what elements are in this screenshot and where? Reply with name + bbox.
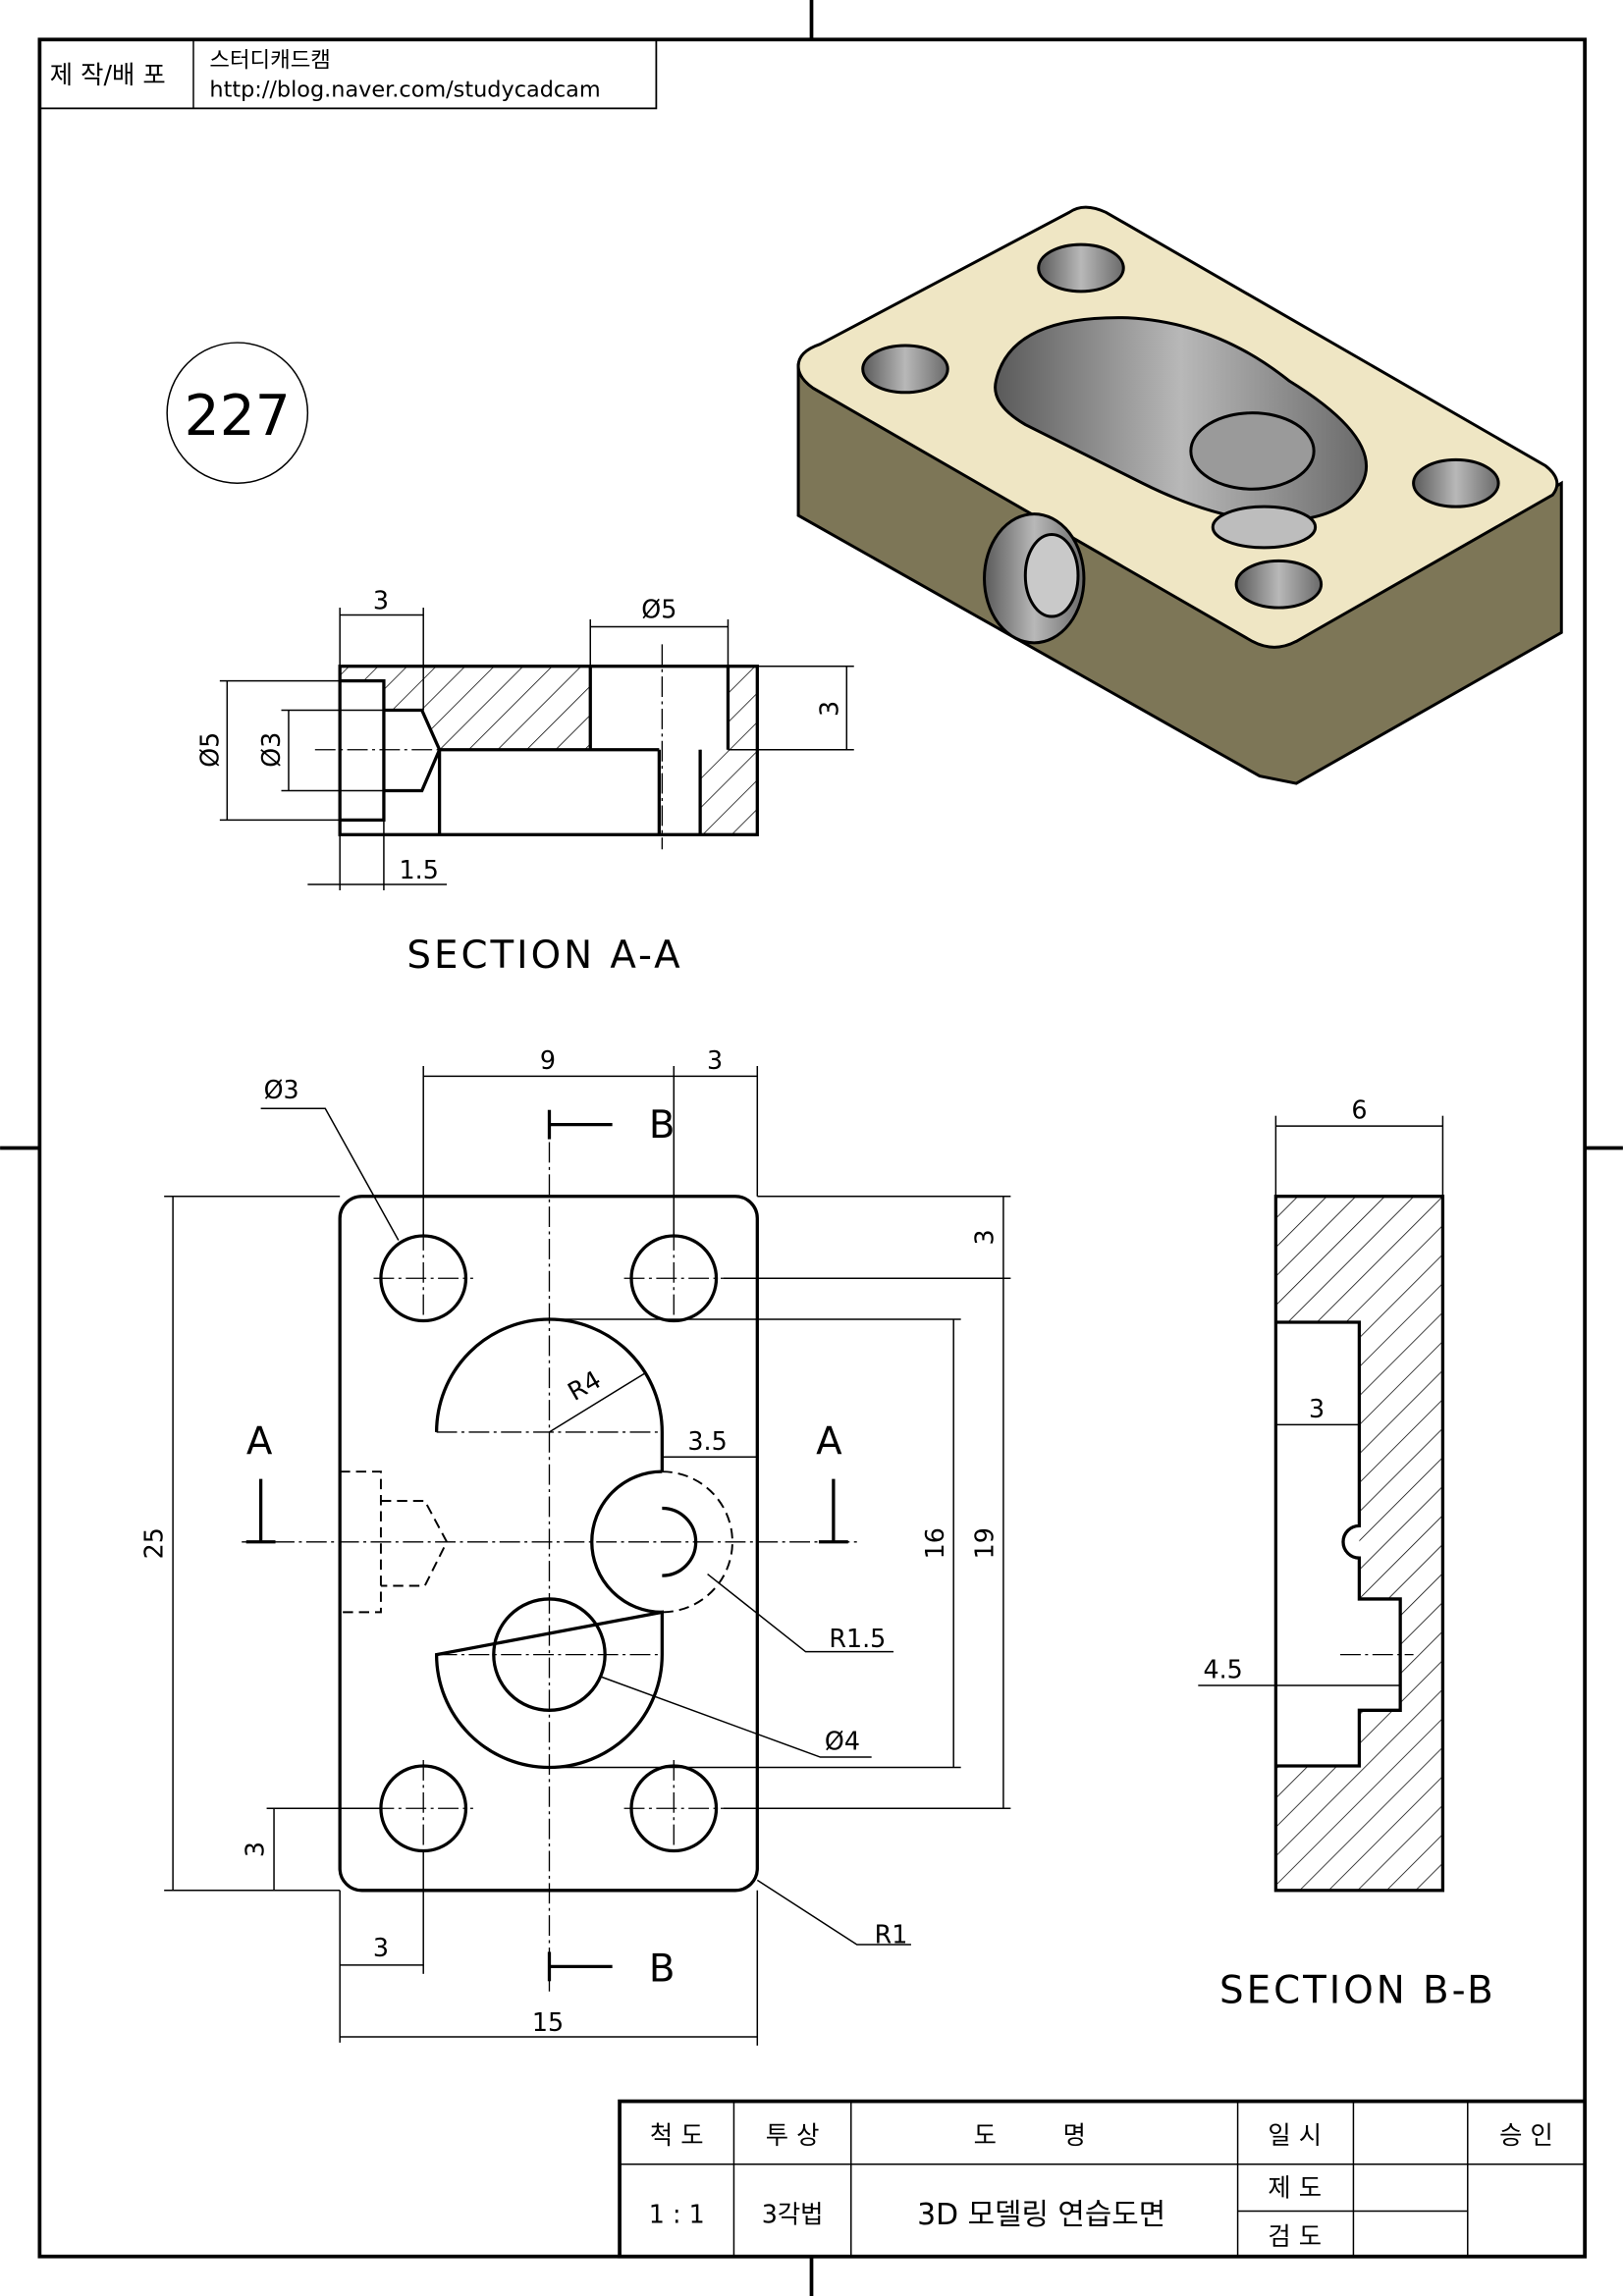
- drawing-name-label: 도 명: [974, 2120, 1115, 2150]
- drawn-by-label: 제 도: [1268, 2173, 1322, 2203]
- approval-label: 승 인: [1499, 2120, 1553, 2150]
- section-bb-view: 6 3 4.5 SECTION B-B: [1198, 1095, 1496, 2013]
- dim-r1-5: R1.5: [829, 1624, 886, 1653]
- date-label: 일 시: [1268, 2120, 1322, 2150]
- dim-16: 16: [920, 1527, 949, 1559]
- dim-aa-3-right: 3: [814, 701, 843, 717]
- dim-3-left: 3: [373, 1933, 389, 1962]
- checked-by-label: 검 도: [1268, 2221, 1322, 2251]
- projection-value: 3각법: [762, 2199, 824, 2228]
- dim-aa-dia5-top: Ø5: [641, 595, 676, 624]
- scale-label: 척 도: [650, 2120, 704, 2150]
- dim-3-right: 3: [969, 1229, 999, 1245]
- dim-hole-dia3: Ø3: [264, 1075, 299, 1104]
- dim-3-top: 3: [707, 1045, 723, 1075]
- dim-15: 15: [532, 2007, 564, 2037]
- header-url[interactable]: http://blog.naver.com/studycadcam: [209, 77, 600, 102]
- section-aa-title: SECTION A-A: [406, 934, 682, 978]
- dim-dia4: Ø4: [825, 1727, 860, 1756]
- title-block: 척 도 1 : 1 투 상 3각법 도 명 3D 모델링 연습도면 일 시 제 …: [618, 2099, 1587, 2259]
- section-aa-view: 3 Ø5 3 Ø5 Ø3 1.5 SECTION A-A: [194, 586, 854, 978]
- dim-bb-4-5: 4.5: [1204, 1654, 1243, 1683]
- scale-value: 1 : 1: [649, 2199, 705, 2228]
- projection-label: 투 상: [766, 2120, 820, 2150]
- dim-r1: R1: [875, 1919, 908, 1949]
- dim-bb-6: 6: [1351, 1095, 1367, 1125]
- dim-aa-dia5: Ø5: [194, 732, 224, 768]
- isometric-view: [796, 205, 1563, 785]
- dim-bb-3: 3: [1309, 1394, 1325, 1423]
- section-bb-title: SECTION B-B: [1219, 1969, 1496, 2013]
- dim-aa-1-5: 1.5: [400, 855, 439, 884]
- header-author: 스터디캐드캠: [209, 48, 330, 74]
- cut-b-bottom: B: [649, 1947, 678, 1991]
- dim-3-bottom: 3: [241, 1842, 270, 1857]
- front-view: B B A A 9 3 Ø3 R4 3.5 25 16 19 3 R1.5: [139, 1045, 1011, 2046]
- dim-19: 19: [969, 1527, 999, 1559]
- cut-a-left: A: [246, 1419, 276, 1464]
- dim-25: 25: [139, 1527, 169, 1559]
- dim-3-5: 3.5: [687, 1426, 727, 1456]
- dim-aa-dia3: Ø3: [256, 732, 286, 768]
- dim-r4: R4: [563, 1364, 606, 1407]
- header-label: 제 작/배 포: [50, 60, 166, 89]
- cut-a-right: A: [816, 1419, 845, 1464]
- dim-aa-3: 3: [373, 586, 389, 615]
- dim-9: 9: [540, 1045, 556, 1075]
- cut-b-top: B: [649, 1103, 678, 1148]
- drawing-name-value: 3D 모델링 연습도면: [917, 2198, 1165, 2232]
- author-header: 제 작/배 포 스터디캐드캠 http://blog.naver.com/stu…: [38, 38, 658, 110]
- drawing-number-badge: 227: [166, 342, 309, 485]
- svg-text:227: 227: [185, 384, 291, 449]
